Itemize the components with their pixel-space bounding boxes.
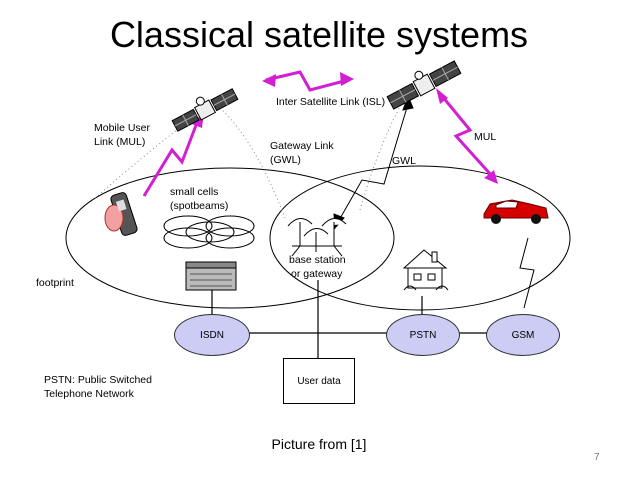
mul-link-right xyxy=(440,95,494,178)
base-station-label-line1: base station xyxy=(289,254,346,266)
satellite-left-icon xyxy=(171,88,239,132)
mul-left-label-line1: Mobile User xyxy=(94,122,151,134)
magenta-links xyxy=(142,70,498,197)
user-data-box: User data xyxy=(283,358,355,404)
legend-line1: PSTN: Public Switched xyxy=(44,374,152,386)
footprint-left-ellipse xyxy=(65,167,395,309)
gwl-label-line2: (GWL) xyxy=(270,154,301,166)
mul-left-label-line2: Link (MUL) xyxy=(94,136,146,148)
isdn-label: ISDN xyxy=(200,329,224,341)
mul-right-label: MUL xyxy=(474,131,497,143)
gsm-node: GSM xyxy=(486,314,560,356)
house-icon xyxy=(402,249,449,291)
pstn-label: PSTN xyxy=(409,329,437,341)
isl-link-zigzag xyxy=(265,70,349,92)
spotbeams-cells xyxy=(163,215,255,249)
picture-caption: Picture from [1] xyxy=(271,436,367,452)
user-data-label: User data xyxy=(297,375,341,387)
footprint-right-ellipse xyxy=(269,165,571,311)
gsm-label: GSM xyxy=(511,329,535,341)
ground-network-lines xyxy=(211,280,488,358)
car-icon xyxy=(483,199,549,224)
beam-dotted-left xyxy=(94,107,206,199)
mobile-phone-icon xyxy=(104,192,138,236)
isdn-node: ISDN xyxy=(174,314,250,356)
small-cells-label-line2: (spotbeams) xyxy=(170,200,229,212)
page-number: 7 xyxy=(594,452,600,463)
small-cells-label-line1: small cells xyxy=(170,186,219,198)
base-station-dishes-icon xyxy=(287,218,347,257)
mul-link-left xyxy=(142,119,200,197)
isl-label: Inter Satellite Link (ISL) xyxy=(276,96,386,108)
pstn-node: PSTN xyxy=(386,314,460,356)
legend-line2: Telephone Network xyxy=(44,388,134,400)
gwl-label-line1: Gateway Link xyxy=(270,140,334,152)
gsm-link-zigzag xyxy=(519,237,535,309)
gwl-short-label: GWL xyxy=(392,155,416,167)
slide-title: Classical satellite systems xyxy=(109,14,529,55)
beam-dotted-right xyxy=(359,91,409,211)
office-building-icon xyxy=(185,261,237,291)
base-station-label-line2: or gateway xyxy=(291,268,343,280)
footprint-label: footprint xyxy=(36,277,74,289)
satellite-right-icon xyxy=(386,60,462,110)
